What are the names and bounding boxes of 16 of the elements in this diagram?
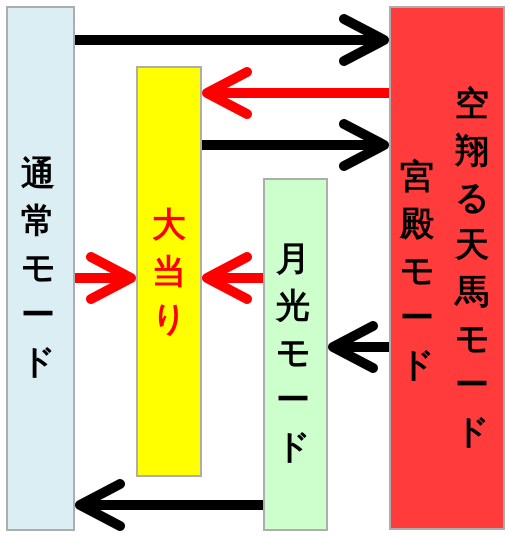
- state-label: 通常モード: [21, 153, 55, 384]
- state-panel: [389, 6, 505, 530]
- state-panel: [6, 6, 75, 531]
- state-label: 宮殿モード: [400, 156, 434, 387]
- arrow: [202, 119, 389, 171]
- state-panel: [263, 178, 328, 531]
- state-label: 月光モード: [276, 238, 310, 469]
- state-panel: [136, 66, 202, 477]
- arrow: [202, 252, 263, 304]
- arrow: [328, 321, 389, 373]
- arrow: [75, 479, 263, 531]
- state-label: 大当り: [152, 204, 186, 341]
- arrow: [202, 67, 389, 119]
- state-label: 空翔る天馬モード: [455, 83, 489, 454]
- arrow: [75, 252, 136, 304]
- arrow: [75, 14, 389, 66]
